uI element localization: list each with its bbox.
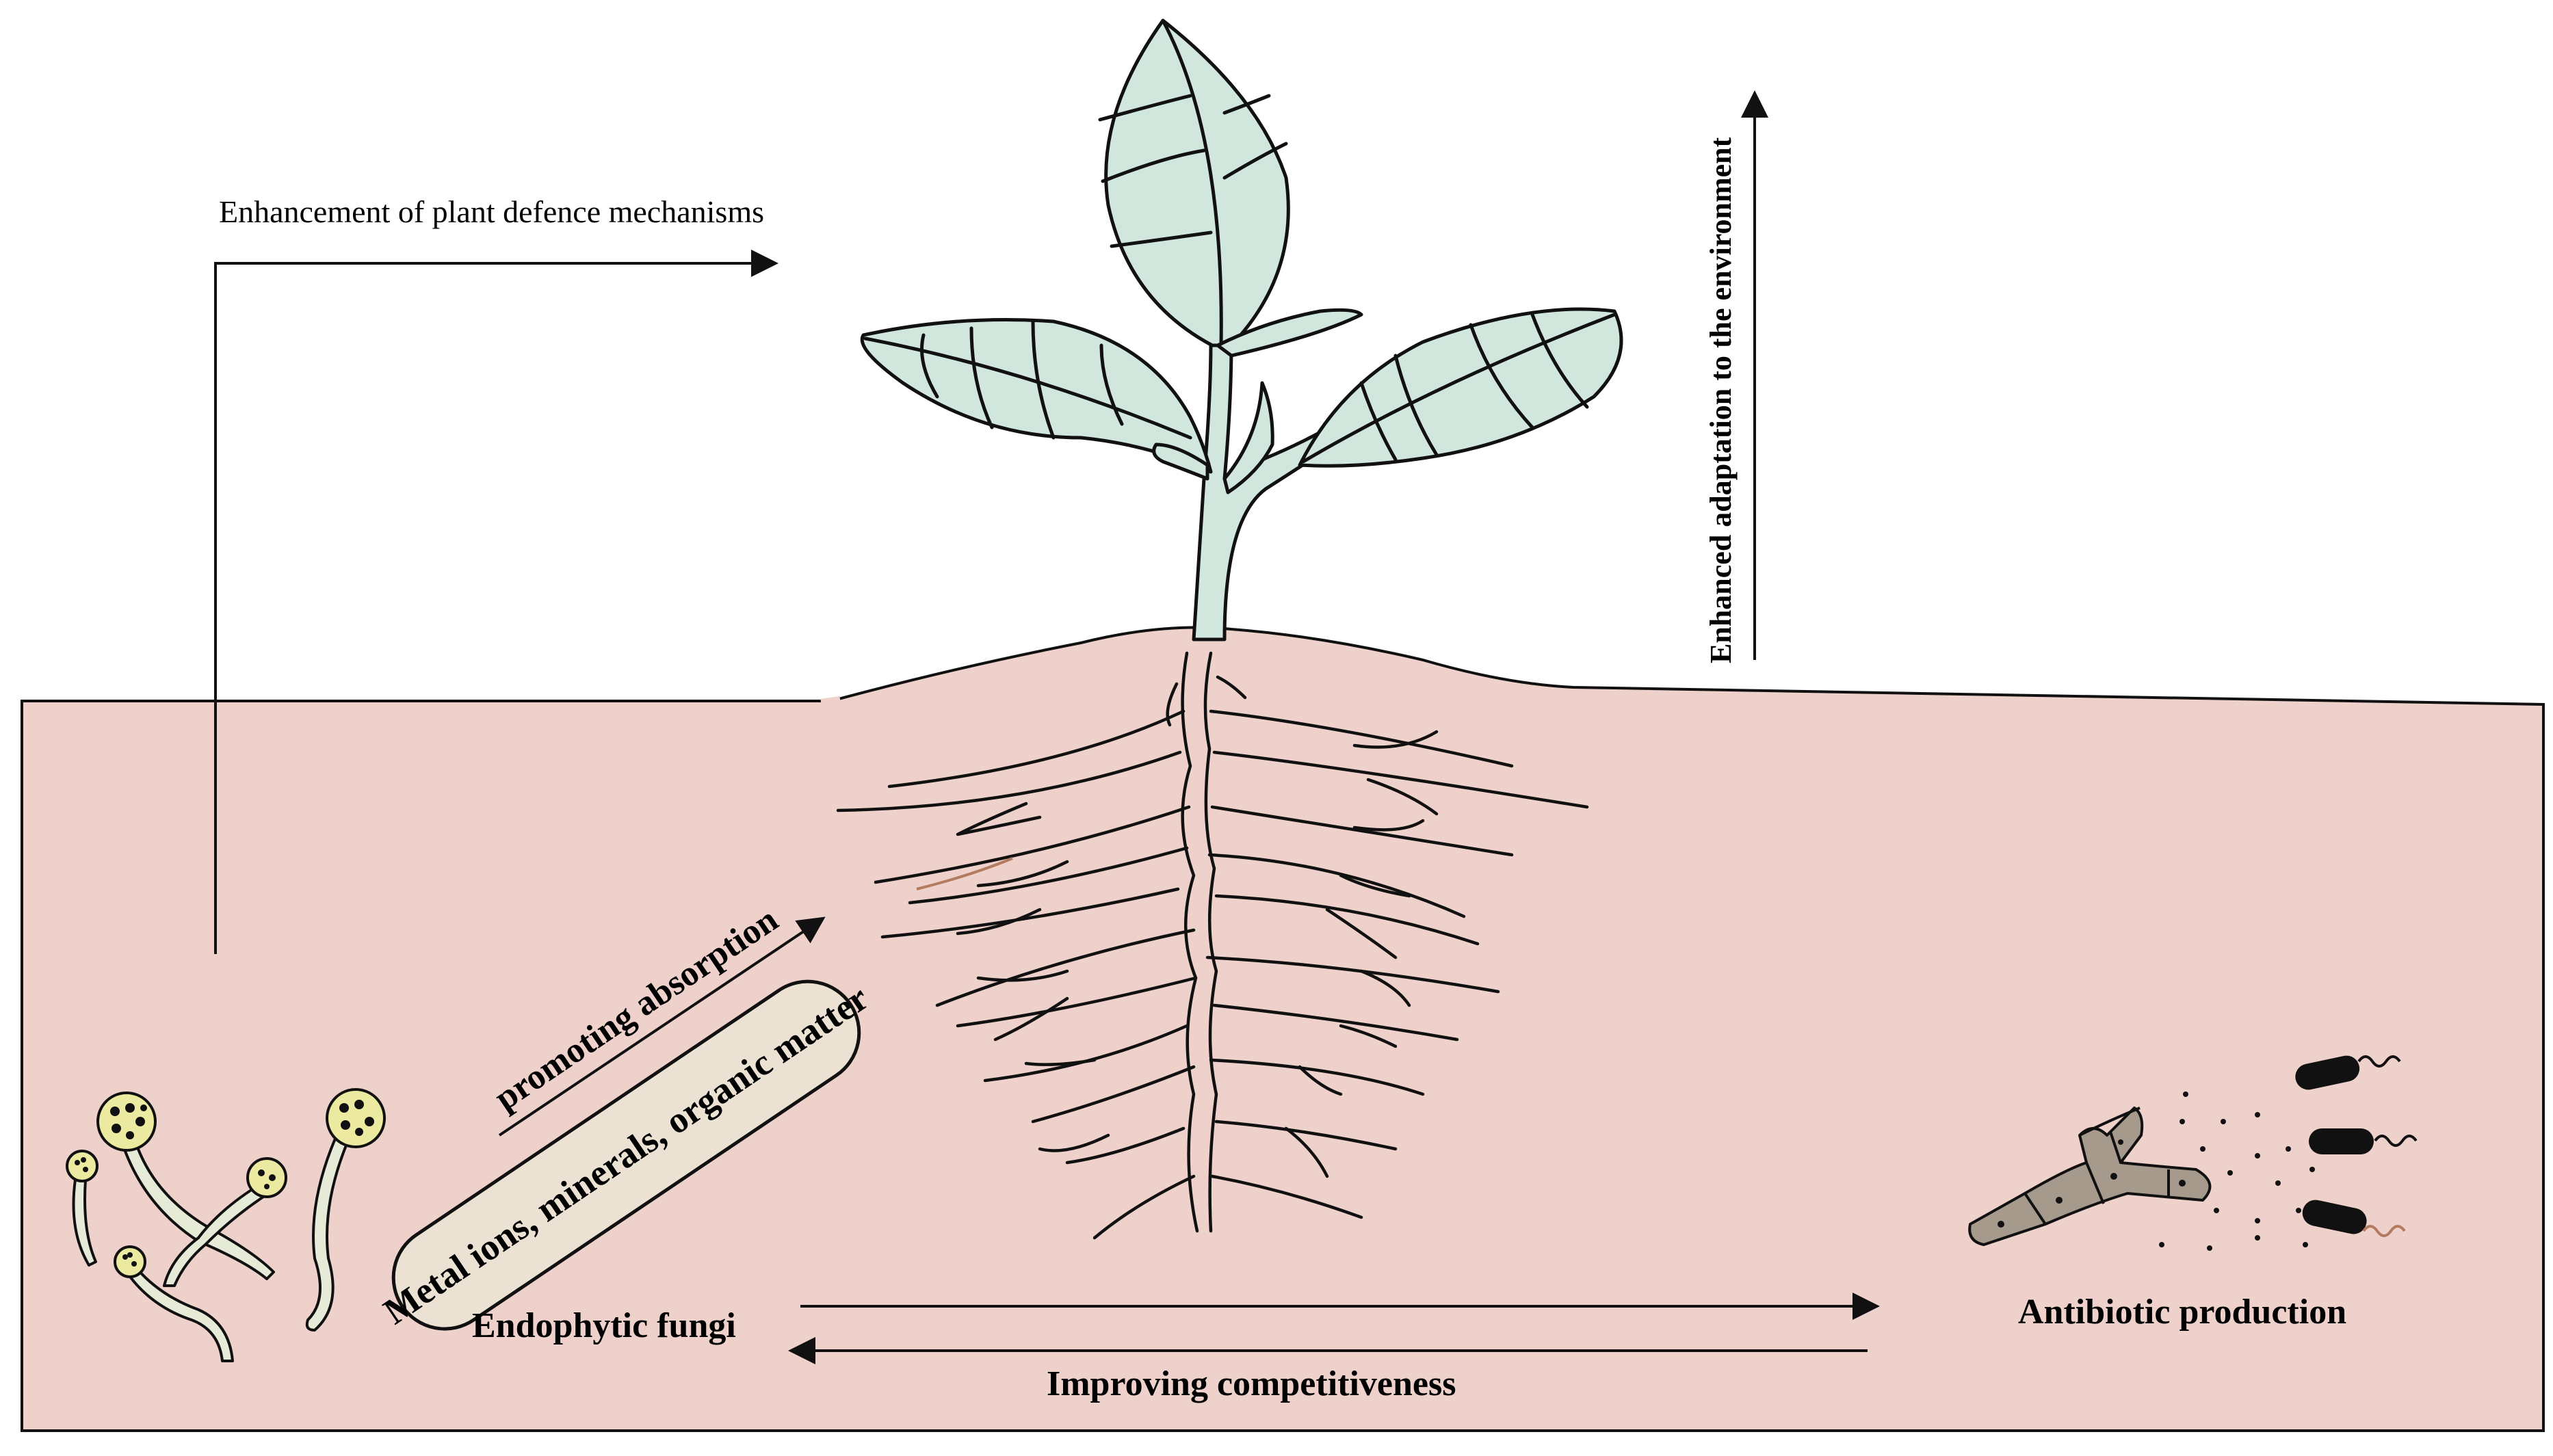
competitiveness-label: Improving competitiveness [1047,1364,1456,1403]
bacteria-icon [2295,1055,2418,1237]
plant-top-leaf [1104,18,1290,347]
plant-stem [1192,340,1346,641]
actinomycete-icon [1968,1107,2212,1246]
defence-label: Enhancement of plant defence mechanisms [219,194,764,229]
plant-left-leaflet [1152,442,1209,481]
defence-arrow [214,250,778,954]
soil-area [21,626,2545,1432]
antibiotic-label: Antibiotic production [2018,1293,2346,1332]
plant-bud [1222,381,1274,494]
antibiotic-particles [2159,1091,2315,1251]
absorption-arrow [498,916,826,1137]
fungi-label: Endophytic fungi [472,1306,736,1345]
plant-icon [860,18,1623,641]
plant-right-leaflet [1216,308,1363,358]
root-system-icon [836,651,1589,1240]
adaptation-label: Enhanced adaptation to the environment [1704,137,1738,663]
endophytic-fungi-icon [66,1088,386,1362]
